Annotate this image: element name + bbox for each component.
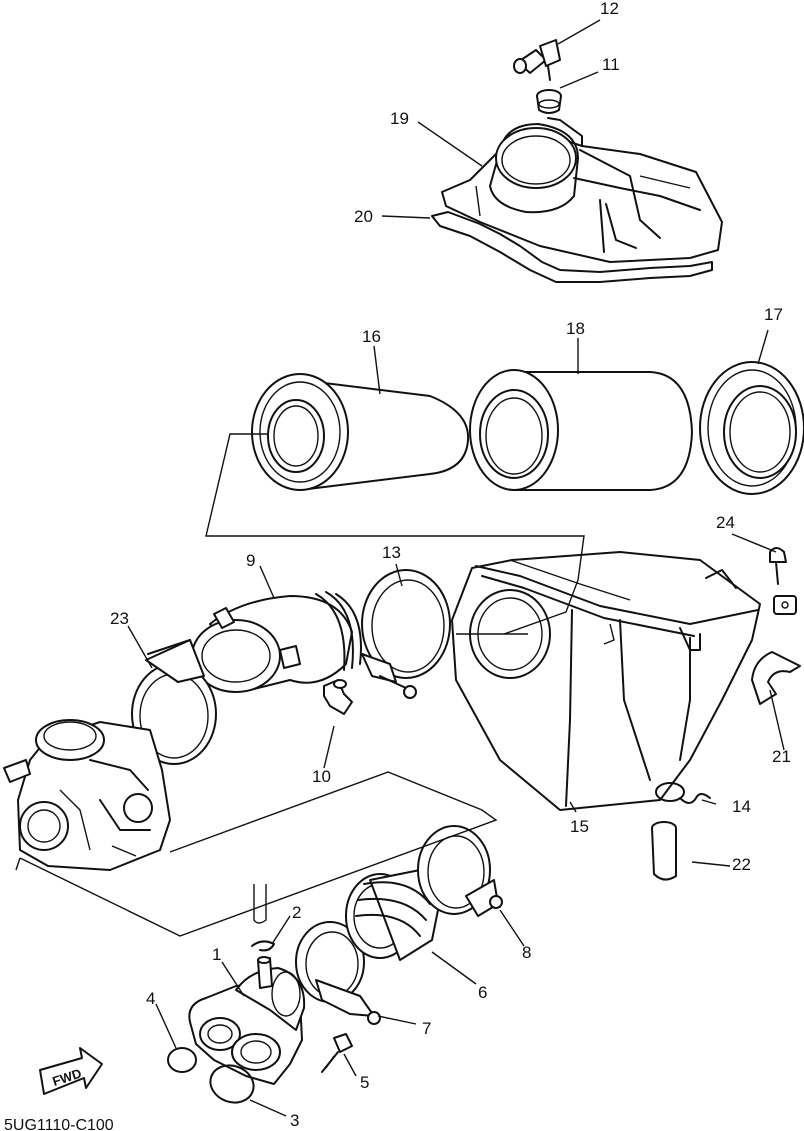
spring-clip-part-14 bbox=[655, 782, 711, 804]
forward-direction-arrow: FWD bbox=[39, 1047, 103, 1095]
hose-clamp-part-8 bbox=[417, 825, 503, 917]
hose-clamp-part-13 bbox=[361, 569, 451, 699]
part-label-7: 7 bbox=[422, 1019, 431, 1038]
bolt-part-5 bbox=[321, 1033, 353, 1073]
o-ring-part-3 bbox=[209, 1064, 255, 1104]
part-label-24: 24 bbox=[716, 513, 735, 532]
part-label-15: 15 bbox=[570, 817, 589, 836]
grommet-part-11 bbox=[536, 89, 562, 114]
part-label-11: 11 bbox=[602, 55, 620, 74]
part-label-6: 6 bbox=[478, 983, 487, 1002]
hose-joint-part-10 bbox=[323, 679, 353, 715]
part-label-21: 21 bbox=[772, 747, 791, 766]
breather-joint-part-12 bbox=[513, 39, 561, 81]
air-filter-element-part-18 bbox=[469, 369, 693, 491]
part-label-2: 2 bbox=[292, 903, 301, 922]
part-label-1: 1 bbox=[212, 945, 221, 964]
carburetor-joint-part-1 bbox=[188, 884, 306, 1085]
drain-hose-part-22 bbox=[651, 821, 677, 881]
part-label-3: 3 bbox=[290, 1111, 299, 1130]
leader-lines bbox=[127, 19, 785, 1117]
assembly-guide-line bbox=[205, 433, 585, 635]
part-label-13: 13 bbox=[382, 543, 401, 562]
pipe-clip-part-2 bbox=[251, 940, 275, 952]
part-label-19: 19 bbox=[390, 109, 409, 128]
group-boundary-line bbox=[19, 771, 498, 937]
part-label-4: 4 bbox=[146, 989, 155, 1008]
clip-part-21 bbox=[751, 651, 801, 705]
part-label-10: 10 bbox=[312, 767, 331, 786]
part-label-5: 5 bbox=[360, 1073, 369, 1092]
gasket-part-20 bbox=[431, 211, 713, 283]
air-filter-case-part-15 bbox=[451, 551, 797, 811]
hose-clamp-part-7 bbox=[295, 921, 381, 1025]
part-label-18: 18 bbox=[566, 319, 585, 338]
part-label-23: 23 bbox=[110, 609, 129, 628]
drawing-code: 5UG1110-C100 bbox=[4, 1117, 114, 1131]
part-label-14: 14 bbox=[732, 797, 751, 816]
air-filter-case-cover-part-19 bbox=[441, 117, 723, 263]
part-label-22: 22 bbox=[732, 855, 751, 874]
part-label-17: 17 bbox=[764, 305, 783, 324]
part-label-12: 12 bbox=[600, 0, 619, 18]
air-filter-joint-part-9 bbox=[191, 591, 362, 693]
carburetor bbox=[3, 719, 171, 871]
seal-ring-part-17 bbox=[699, 361, 804, 495]
part-label-9: 9 bbox=[246, 551, 255, 570]
air-filter-element-part-16 bbox=[251, 373, 470, 491]
o-ring-part-4 bbox=[167, 1047, 197, 1073]
part-label-20: 20 bbox=[354, 207, 373, 226]
part-label-8: 8 bbox=[522, 943, 531, 962]
group-boundary-line bbox=[15, 857, 21, 871]
bolt-part-24 bbox=[769, 547, 787, 585]
part-label-16: 16 bbox=[362, 327, 381, 346]
